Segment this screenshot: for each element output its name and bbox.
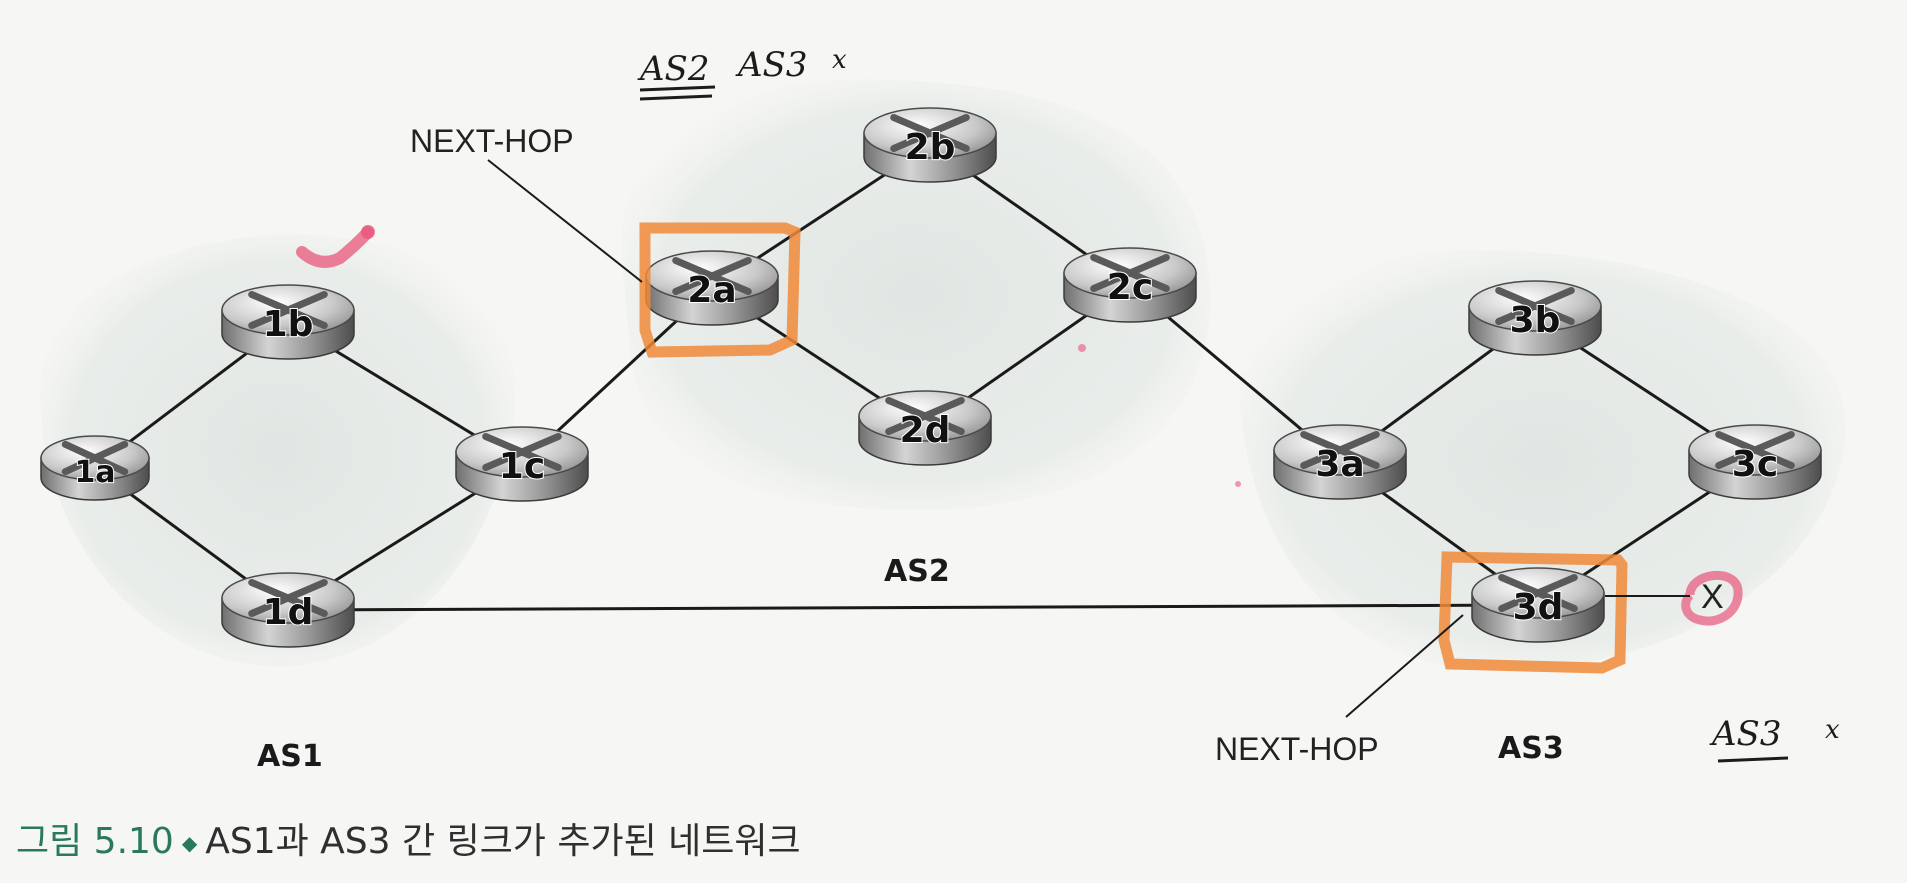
router-3a: 3a <box>1273 424 1407 500</box>
router-cross-icon <box>482 433 562 471</box>
router-cross-icon <box>61 440 129 476</box>
figure-title: AS1과 AS3 간 링크가 추가된 네트워크 <box>205 821 801 862</box>
caption-bullet-icon: ◆ <box>181 831 198 855</box>
router-label: 3b <box>1510 300 1561 341</box>
as1-region <box>40 234 516 667</box>
highlight-box-2a <box>639 222 801 358</box>
destination-x-label: X <box>1701 578 1724 616</box>
handwritten-as2-underline-1 <box>639 85 716 92</box>
handwritten-as2: AS2 <box>637 49 709 89</box>
router-1d: 1d <box>221 572 355 648</box>
pink-dot <box>361 225 375 239</box>
pink-small-dot-3 <box>1235 481 1241 487</box>
router-cross-icon <box>672 257 752 295</box>
router-1a: 1a <box>40 435 150 501</box>
router-label: 2c <box>1107 267 1153 308</box>
router-cross-icon <box>1715 431 1795 469</box>
as1-label: AS1 <box>257 739 323 774</box>
highlight-box-3d <box>1438 551 1628 674</box>
router-label: 1c <box>499 446 545 487</box>
router-label: 2a <box>687 270 736 311</box>
router-1b: 1b <box>221 284 355 360</box>
router-label: 1b <box>263 304 314 345</box>
router-3d: 3d <box>1471 567 1605 643</box>
figure-caption: 그림 5.10 ◆ AS1과 AS3 간 링크가 추가된 네트워크 <box>16 812 801 864</box>
router-label: 2b <box>905 127 956 168</box>
router-cross-icon <box>248 579 328 617</box>
router-cross-icon <box>1300 431 1380 469</box>
pink-small-dot-2 <box>1078 344 1086 352</box>
router-3b: 3b <box>1468 280 1602 356</box>
pink-circle-mark <box>1681 570 1743 626</box>
handwritten-annotations: AS2 AS3 x AS3 x <box>637 45 1840 763</box>
next-hop-label-2a: NEXT-HOP <box>410 123 574 159</box>
as2-region <box>621 79 1210 510</box>
router-1c: 1c <box>455 426 589 502</box>
next-hop-pointer-3d <box>1345 614 1464 718</box>
router-label: 1d <box>263 592 314 633</box>
router-cross-icon <box>1495 287 1575 325</box>
router-2a: 2a <box>645 250 779 326</box>
router-label: 2d <box>900 410 951 451</box>
figure-number: 그림 5.10 <box>16 821 174 862</box>
router-2c: 2c <box>1063 247 1197 323</box>
router-label: 1a <box>74 455 115 490</box>
router-cross-icon <box>1498 574 1578 612</box>
router-cross-icon <box>890 114 970 152</box>
handwritten-x-bottom: x <box>1825 715 1840 745</box>
diagram-labels: NEXT-HOP NEXT-HOP X AS1 AS2 AS3 <box>257 123 1724 774</box>
link-1d-3d <box>287 603 1539 612</box>
as2-label: AS2 <box>884 554 950 589</box>
router-label: 3d <box>1513 587 1564 628</box>
handwritten-as3-bottom: AS3 <box>1709 714 1781 754</box>
as3-label: AS3 <box>1498 731 1564 766</box>
router-cross-icon <box>885 397 965 435</box>
router-label: 3c <box>1732 444 1778 485</box>
routers-layer: 1a 1b 1c 1d 2a 2b 2c 2d 3a 3b 3c 3d <box>40 107 1822 648</box>
as-regions <box>40 79 1846 671</box>
handwritten-x-top: x <box>832 45 847 75</box>
handwritten-as3-bottom-underline <box>1717 756 1789 763</box>
pink-marks <box>296 225 1743 626</box>
pink-check-mark <box>296 226 374 268</box>
router-3c: 3c <box>1688 424 1822 500</box>
router-2b: 2b <box>863 107 997 183</box>
router-2d: 2d <box>858 390 992 466</box>
handwritten-as3-top: AS3 <box>735 45 807 85</box>
next-hop-label-3d: NEXT-HOP <box>1215 731 1379 767</box>
as3-region <box>1239 250 1846 671</box>
next-hop-pointers <box>487 159 1690 718</box>
next-hop-pointer-2a <box>487 159 643 283</box>
router-cross-icon <box>248 291 328 329</box>
router-cross-icon <box>1090 254 1170 292</box>
router-label: 3a <box>1315 444 1364 485</box>
highlight-boxes <box>639 222 1628 674</box>
handwritten-as2-underline-2 <box>639 94 713 101</box>
